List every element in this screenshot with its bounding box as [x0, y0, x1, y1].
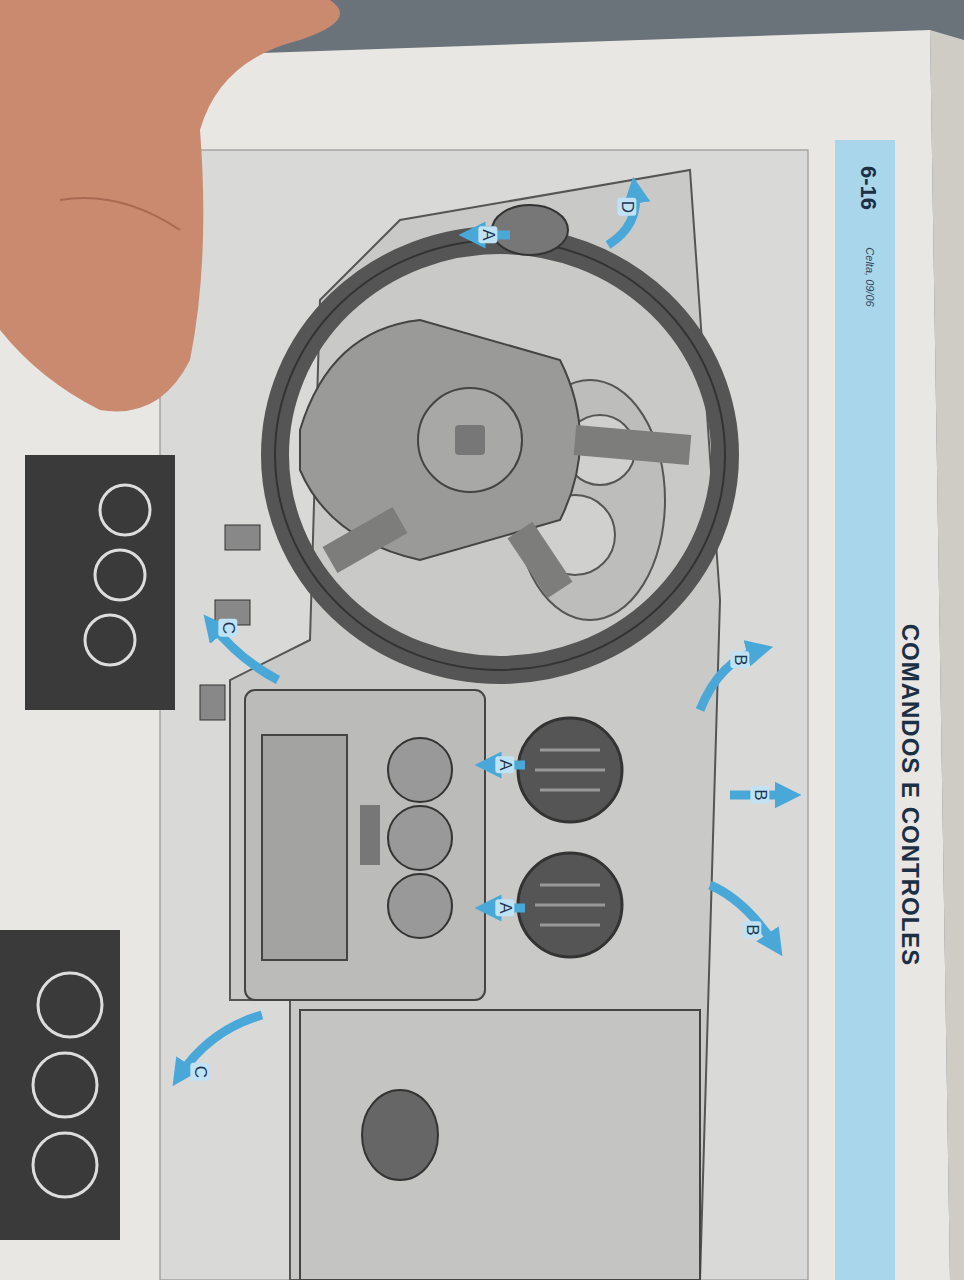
illustration-frame [160, 150, 808, 1280]
control-panel-photo [0, 930, 120, 1240]
vent-letter: B [751, 786, 770, 803]
steering-wheel [275, 240, 725, 670]
vent-letter: D [618, 198, 637, 216]
hand [0, 0, 340, 411]
vent-letter: C [219, 619, 238, 637]
page-number: 6-16 [855, 166, 881, 210]
page-edge [930, 30, 964, 1280]
glovebox [300, 1010, 700, 1280]
vent-letter: A [479, 226, 498, 243]
control-knob [388, 738, 452, 802]
air-vent [492, 205, 568, 255]
header-band [835, 140, 895, 1280]
radio [262, 735, 347, 960]
steering-hub [300, 320, 580, 560]
center-console [245, 690, 485, 1000]
vent-letter: C [191, 1063, 210, 1081]
control-panel-photo [25, 455, 175, 710]
vent-letter: A [496, 756, 515, 773]
vent-letter: B [743, 921, 762, 938]
edition-note: Celta, 09/06 [864, 247, 876, 306]
section-title: COMANDOS E CONTROLES [896, 624, 924, 967]
airflow-arrow [180, 190, 788, 1075]
air-vent [518, 718, 622, 822]
vent-letter: B [731, 651, 750, 668]
vent-letter: A [496, 899, 515, 916]
